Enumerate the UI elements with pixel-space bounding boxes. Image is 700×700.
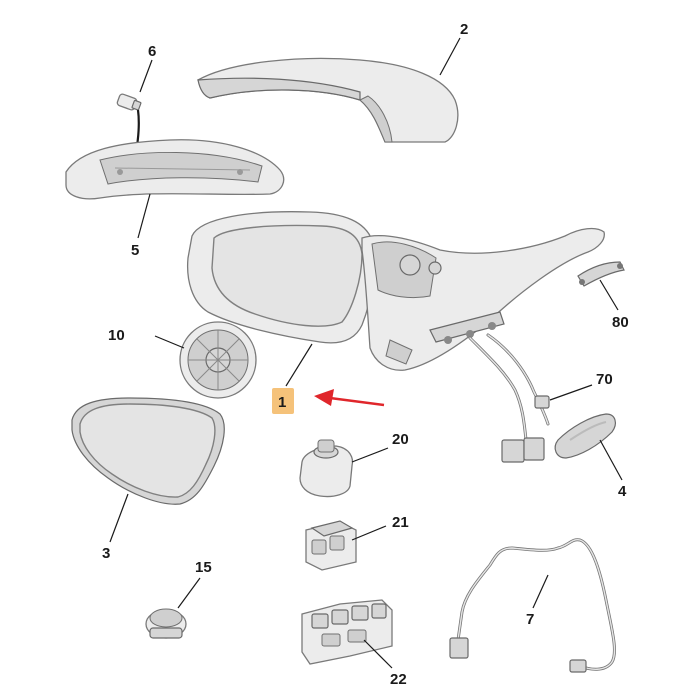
- callout-3: 3: [102, 545, 110, 562]
- leader-line-15: [177, 577, 201, 609]
- highlight-badge: [272, 388, 294, 414]
- part-5-indicator-lamp: [65, 139, 285, 200]
- leader-line-21: [351, 525, 387, 541]
- part-22-double-switch: [301, 599, 393, 665]
- callout-70: 70: [596, 371, 613, 388]
- leader-line-20: [351, 447, 389, 463]
- leader-line-5: [137, 193, 151, 239]
- part-1-mirror-housing: [186, 211, 605, 371]
- callout-7: 7: [526, 611, 534, 628]
- leader-line-22: [363, 639, 393, 669]
- callout-10: 10: [108, 327, 125, 344]
- part-15-plug-cap: [145, 608, 187, 639]
- leader-line-10: [154, 335, 185, 349]
- red-pointer-arrow: [314, 389, 385, 407]
- callout-22: 22: [390, 671, 407, 688]
- part-3-mirror-glass: [71, 397, 225, 505]
- part-70-wiring-harness: [468, 333, 550, 463]
- callout-4: 4: [618, 483, 627, 500]
- part-2-mirror-cover: [197, 57, 459, 143]
- callout-21: 21: [392, 514, 409, 531]
- leader-line-1: [285, 343, 313, 387]
- part-20-adjuster-switch: [299, 439, 354, 498]
- callout-6: 6: [148, 43, 156, 60]
- leader-line-7: [532, 574, 549, 609]
- part-80-clip: [577, 261, 625, 287]
- part-6-bulb: [116, 93, 142, 163]
- callout-15: 15: [195, 559, 212, 576]
- callout-1: 1: [278, 394, 286, 411]
- leader-line-80: [599, 279, 619, 311]
- leader-line-70: [549, 384, 593, 401]
- callout-20: 20: [392, 431, 409, 448]
- part-7-cable: [449, 538, 616, 673]
- part-21-fold-switch: [305, 520, 357, 571]
- callout-80: 80: [612, 314, 629, 331]
- part-10-mirror-motor: [179, 321, 257, 399]
- leader-line-3: [109, 493, 129, 543]
- leader-line-2: [439, 37, 461, 76]
- callout-2: 2: [460, 21, 468, 38]
- part-4-puddle-lamp: [554, 413, 616, 459]
- leader-line-6: [139, 59, 153, 93]
- callout-5: 5: [131, 242, 139, 259]
- leader-line-4: [599, 439, 623, 481]
